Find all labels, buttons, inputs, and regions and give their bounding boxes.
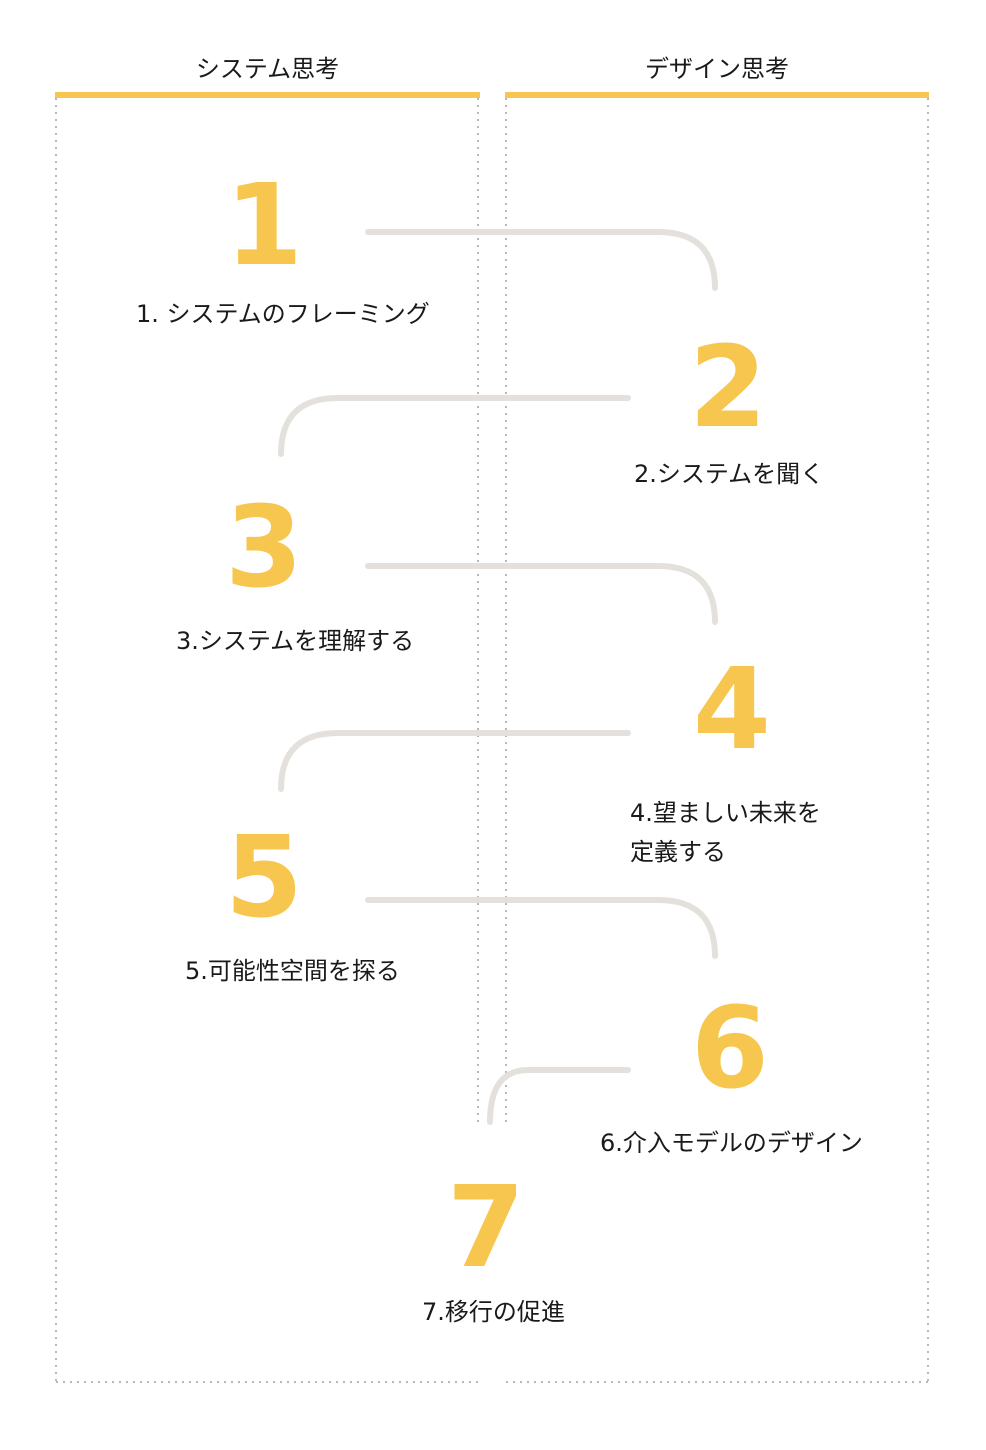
step-4-label-line-2: 定義する: [630, 838, 726, 866]
step-2-label: 2.システムを聞く: [634, 460, 825, 488]
step-6-number: 6: [691, 984, 769, 1114]
step-5-number: 5: [225, 813, 303, 943]
connector-2-to-3: [278, 395, 631, 457]
connector-6-to-7: [487, 1067, 631, 1125]
step-3-number: 3: [225, 483, 303, 613]
connector-1-to-2: [365, 229, 718, 291]
step-1-number: 1: [225, 161, 303, 291]
step-6-label: 6.介入モデルのデザイン: [600, 1129, 863, 1157]
step-2-number: 2: [689, 323, 767, 453]
step-1-label: 1. システムのフレーミング: [136, 300, 430, 328]
connector-4-to-5: [278, 730, 631, 792]
step-7-number: 7: [447, 1163, 525, 1293]
step-7-label: 7.移行の促進: [422, 1298, 565, 1326]
connector-3-to-4: [365, 563, 718, 625]
column-header-design-thinking: デザイン思考: [645, 55, 789, 83]
column-header-system-thinking: システム思考: [195, 55, 340, 83]
step-5-label: 5.可能性空間を探る: [185, 957, 400, 985]
step-4-number: 4: [693, 645, 771, 775]
step-4-label-line-1: 4.望ましい未来を: [630, 799, 821, 827]
connector-5-to-6: [365, 897, 718, 959]
step-3-label: 3.システムを理解する: [176, 627, 415, 655]
